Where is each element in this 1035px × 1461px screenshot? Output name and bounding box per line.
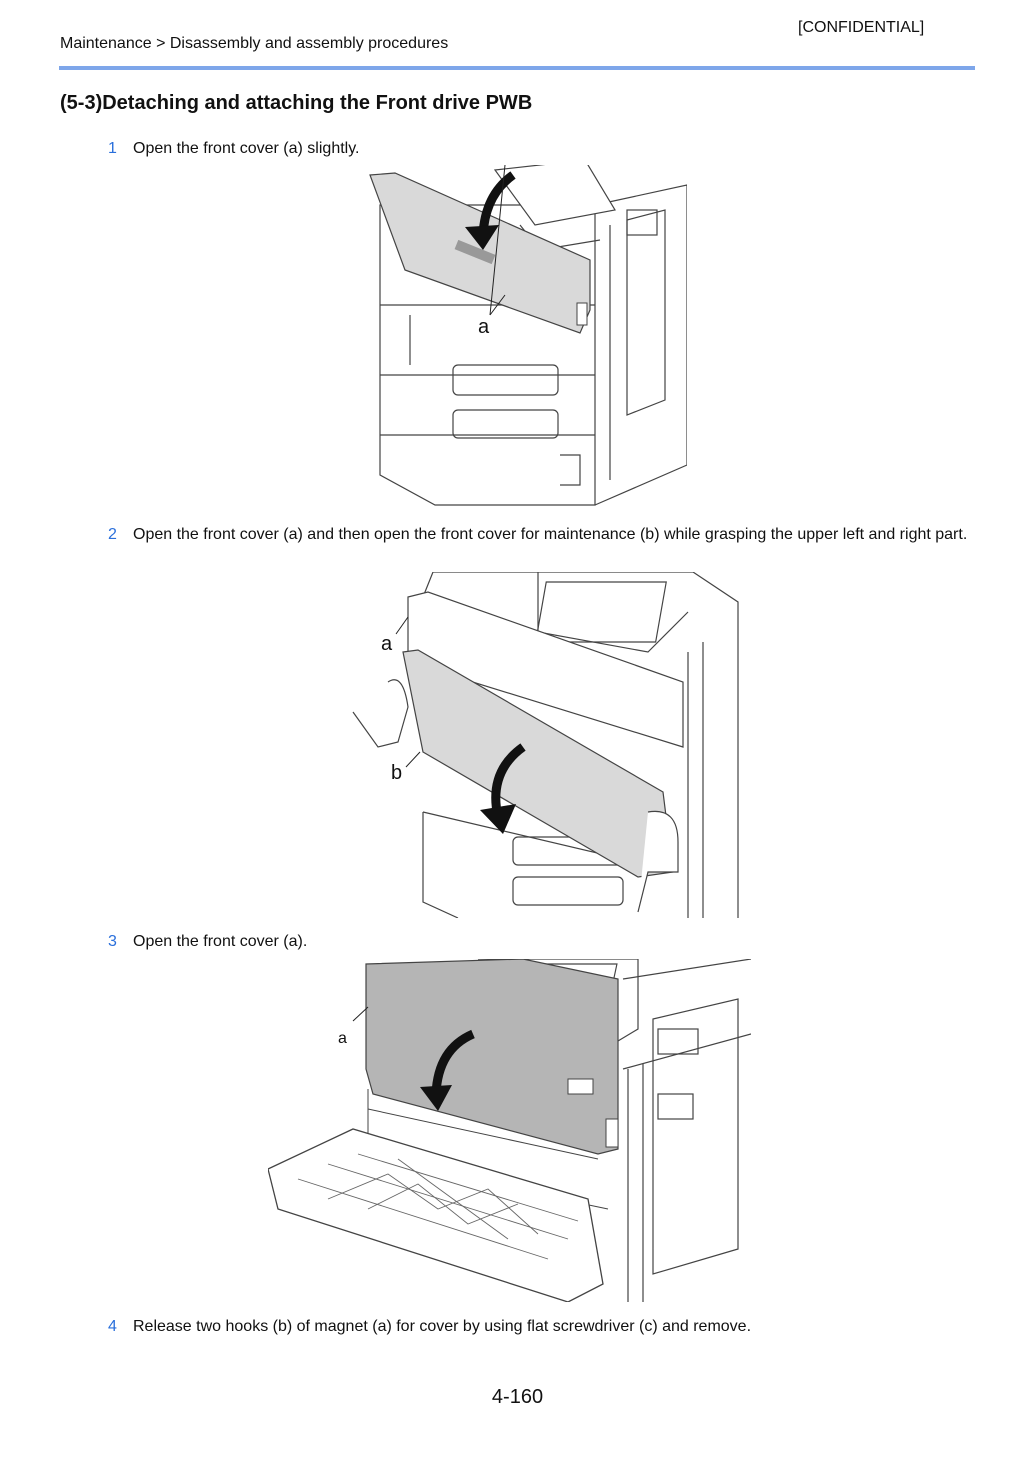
label-a: a [338, 1030, 347, 1047]
header-rule [59, 66, 975, 70]
label-b: b [391, 762, 402, 784]
figure-step-1: a [369, 165, 687, 506]
label-a: a [478, 316, 490, 338]
figure-step-2: a b [352, 572, 739, 918]
step-number: 4 [108, 1318, 117, 1335]
step-text: Open the front cover (a). [133, 933, 308, 950]
section-title: (5-3)Detaching and attaching the Front d… [60, 92, 533, 114]
step-number: 3 [108, 933, 117, 950]
step-number: 1 [108, 140, 117, 157]
confidential-label: [CONFIDENTIAL] [798, 19, 925, 36]
right-hand-shape [637, 810, 679, 913]
front-cover-shape [365, 959, 619, 1155]
figure-step-3: a [268, 959, 751, 1302]
opened-cover-shape [268, 1128, 604, 1302]
step-text: Open the front cover (a) slightly. [133, 140, 360, 157]
breadcrumb: Maintenance > Disassembly and assembly p… [60, 35, 449, 52]
label-a: a [381, 633, 393, 655]
step-number: 2 [108, 526, 117, 543]
step-text: Open the front cover (a) and then open t… [133, 526, 968, 543]
step-text: Release two hooks (b) of magnet (a) for … [133, 1318, 752, 1335]
page-number: 4-160 [491, 1386, 544, 1408]
left-hand-shape [352, 679, 409, 748]
